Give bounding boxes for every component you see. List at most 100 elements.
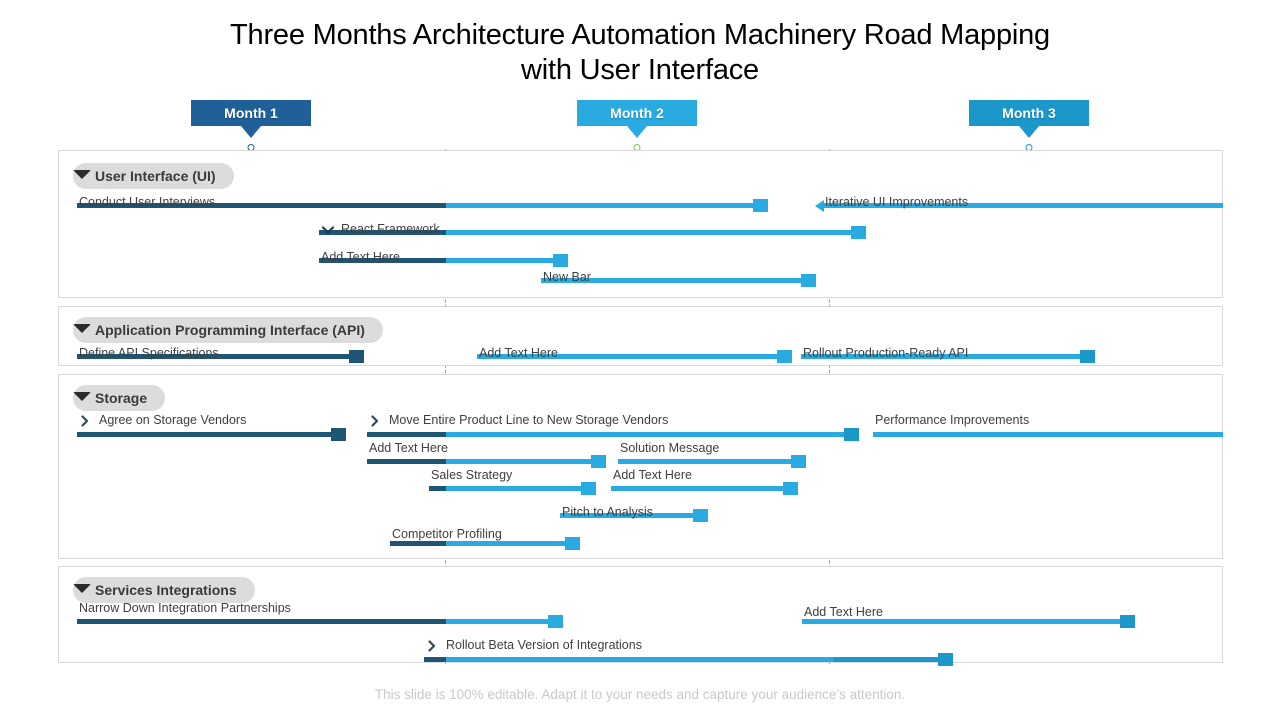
task-bar-segment <box>77 354 362 359</box>
task-bar-segment <box>367 459 446 464</box>
task-label: Add Text Here <box>613 468 692 482</box>
task-label: Sales Strategy <box>431 468 513 482</box>
task-bar[interactable] <box>59 615 1222 628</box>
section-header-api[interactable]: Application Programming Interface (API) <box>73 317 383 343</box>
task-bar[interactable] <box>59 482 1222 495</box>
section-header-services[interactable]: Services Integrations <box>73 577 255 603</box>
task-label: New Bar <box>543 270 591 284</box>
timeline-marker-3[interactable]: Month 3 <box>969 100 1089 151</box>
task-bar[interactable] <box>59 432 1223 437</box>
caret-down-icon[interactable] <box>73 170 91 179</box>
task-label: Conduct User Interviews <box>79 195 216 209</box>
task-bar-arrow-icon <box>815 199 824 212</box>
task-bar[interactable] <box>59 537 1222 550</box>
task-bar[interactable] <box>59 482 1222 495</box>
task-label: Add Text Here <box>321 250 400 264</box>
task-label: Performance Improvements <box>875 413 1030 427</box>
page-title-line2: with User Interface <box>521 54 759 86</box>
task-bar-endpoint-marker <box>791 455 806 468</box>
task-label: Add Text Here <box>479 346 558 360</box>
task-bar-segment <box>446 258 566 263</box>
task-bar[interactable] <box>59 199 1223 212</box>
task-label: Add Text Here <box>369 441 448 455</box>
task-label: Rollout Beta Version of Integrations <box>446 638 642 652</box>
task-bar-endpoint-marker <box>753 199 768 212</box>
task-bar-endpoint-marker <box>1080 350 1095 363</box>
section-title-api: Application Programming Interface (API) <box>73 317 383 343</box>
section-header-ui[interactable]: User Interface (UI) <box>73 163 234 189</box>
task-bar-segment <box>560 513 706 518</box>
task-bar-segment <box>446 203 766 208</box>
task-label: Narrow Down Integration Partnerships <box>79 601 291 615</box>
task-bar[interactable] <box>59 199 1222 212</box>
timeline-marker-2[interactable]: Month 2 <box>577 100 697 151</box>
task-label: Rollout Production-Ready API <box>803 346 969 360</box>
task-bar[interactable] <box>59 350 1222 363</box>
task-bar-endpoint-marker <box>565 537 580 550</box>
task-bar-segment <box>319 230 446 235</box>
task-bar-segment <box>446 619 561 624</box>
task-bar[interactable] <box>59 653 1222 666</box>
task-bar-segment <box>446 432 857 437</box>
task-label: Agree on Storage Vendors <box>99 413 247 427</box>
month-badge-label: Month 3 <box>969 100 1089 126</box>
task-bar-segment <box>429 486 446 491</box>
task-bar-segment <box>618 459 804 464</box>
chevron-right-icon[interactable] <box>79 415 91 429</box>
caret-down-icon[interactable] <box>73 584 91 593</box>
task-bar-segment <box>390 541 446 546</box>
task-bar-endpoint-marker <box>553 254 568 267</box>
timeline-marker-1[interactable]: Month 1 <box>191 100 311 151</box>
task-bar-endpoint-marker <box>581 482 596 495</box>
task-bar[interactable] <box>59 274 1222 287</box>
task-label: Iterative UI Improvements <box>825 195 969 209</box>
task-bar-endpoint-marker <box>331 428 346 441</box>
month-badge-label: Month 1 <box>191 100 311 126</box>
task-bar[interactable] <box>59 428 1222 441</box>
task-bar-segment <box>446 459 604 464</box>
task-bar-endpoint-marker <box>783 482 798 495</box>
task-bar-segment <box>873 432 1223 437</box>
page-title: Three Months Architecture Automation Mac… <box>140 18 1140 88</box>
task-label: Define API Specifications <box>79 346 219 360</box>
task-bar[interactable] <box>59 615 1222 628</box>
task-bar-endpoint-marker <box>693 509 708 522</box>
task-bar[interactable] <box>59 350 1222 363</box>
task-bar-endpoint-marker <box>349 350 364 363</box>
chevron-right-icon[interactable] <box>426 640 438 654</box>
task-bar-endpoint-marker <box>777 350 792 363</box>
task-bar-segment <box>611 486 796 491</box>
task-bar-segment <box>319 258 446 263</box>
task-bar-segment <box>834 657 951 662</box>
footer-note: This slide is 100% editable. Adapt it to… <box>374 687 906 702</box>
caret-down-icon[interactable] <box>73 324 91 333</box>
month-badge-label: Month 2 <box>577 100 697 126</box>
task-bar[interactable] <box>59 509 1222 522</box>
task-bar-endpoint-marker <box>548 615 563 628</box>
task-bar-endpoint-marker <box>591 455 606 468</box>
task-bar-endpoint-marker <box>1120 615 1135 628</box>
task-label: Pitch to Analysis <box>562 505 654 519</box>
task-bar[interactable] <box>59 428 1222 441</box>
task-bar-endpoint-marker <box>844 428 859 441</box>
task-bar-segment <box>77 203 446 208</box>
section-header-storage[interactable]: Storage <box>73 385 166 411</box>
task-bar-endpoint-marker <box>801 274 816 287</box>
task-bar[interactable] <box>59 226 1222 239</box>
section-title-storage: Storage <box>73 385 166 411</box>
task-bar-segment <box>77 432 344 437</box>
chevron-right-icon[interactable] <box>369 415 381 429</box>
task-bar[interactable] <box>59 254 1222 267</box>
task-bar-segment <box>424 657 446 662</box>
task-label: Add Text Here <box>804 605 883 619</box>
task-bar[interactable] <box>59 455 1222 468</box>
task-bar[interactable] <box>59 455 1222 468</box>
caret-down-icon[interactable] <box>73 392 91 401</box>
task-bar[interactable] <box>59 350 1222 363</box>
chevron-down-icon[interactable] <box>321 224 335 238</box>
task-bar-segment <box>477 354 790 359</box>
section-panel-ui: User Interface (UI) Conduct User Intervie… <box>58 150 1223 298</box>
task-bar-segment <box>446 486 594 491</box>
task-bar-segment <box>446 541 578 546</box>
